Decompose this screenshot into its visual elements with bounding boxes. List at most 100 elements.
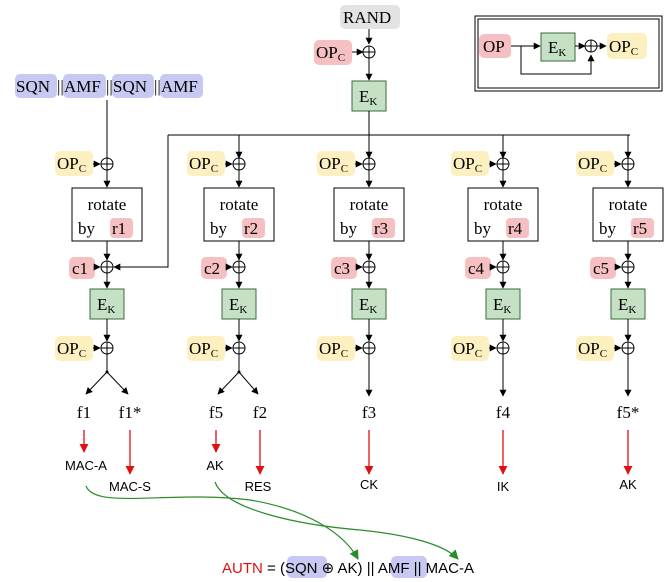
- col1-opc-out-text: OPC: [57, 339, 86, 360]
- col3-rotate-label: rotate: [350, 195, 389, 214]
- col1-opc-in-sub: C: [79, 163, 86, 175]
- col4-opc-in-text: OPC: [453, 154, 482, 175]
- col2-opc-out-text: OPC: [189, 339, 218, 360]
- col4-opc-out-sub: C: [475, 348, 482, 360]
- col3-opc-out-main: OP: [319, 339, 341, 358]
- svg-text:AUTN = (SQN ⊕ AK) || AMF || MA: AUTN = (SQN ⊕ AK) || AMF || MAC-A: [222, 560, 474, 577]
- col3-opc-out-sub: C: [341, 348, 348, 360]
- rand-opc-sub: C: [338, 52, 345, 64]
- col5-r-badge: [631, 218, 654, 238]
- col3-output-1: f3: [362, 403, 376, 422]
- col1-r-label: r1: [112, 219, 126, 238]
- autn-formula: AUTN = (SQN ⊕ AK) || AMF || MAC-A: [222, 556, 474, 578]
- col3-opc-out-text: OPC: [319, 339, 348, 360]
- col2-rotate-label: rotate: [220, 195, 259, 214]
- rand-opc-box: [314, 40, 352, 65]
- col4-opc-out-box: [451, 336, 489, 361]
- amf-label-1: AMF: [64, 77, 101, 96]
- col4-r-badge: [506, 218, 529, 238]
- col5-c-label: c5: [593, 259, 609, 278]
- distribution-bus: [113, 134, 630, 271]
- col2-opc-in-box: [187, 151, 225, 176]
- col5-by-label: by: [599, 219, 617, 238]
- legend-op-label: OP: [483, 37, 505, 56]
- col3-c-label: c3: [334, 259, 350, 278]
- col4-opc-in-sub: C: [475, 163, 482, 175]
- col3-opc-in-text: OPC: [319, 154, 348, 175]
- col2-output-2: f2: [253, 403, 267, 422]
- col3-r-badge: [372, 218, 395, 238]
- autn-sqn: SQN: [285, 560, 318, 577]
- col4-ek-sub: K: [503, 304, 511, 316]
- col1-ek-text: EK: [97, 295, 115, 316]
- rand-ek-sub: K: [369, 96, 377, 108]
- col1-opc-out-box: [55, 336, 93, 361]
- col3-ek-sub: K: [369, 304, 377, 316]
- col2-ek-main: E: [229, 295, 239, 314]
- legend-op-box: [479, 34, 511, 58]
- col1-result-2: MAC-S: [109, 479, 151, 494]
- col2-c-badge: [201, 257, 227, 279]
- col2-rotate-box: [203, 187, 275, 242]
- sep-3: ||: [154, 77, 161, 96]
- col5-ek-text: EK: [618, 295, 636, 316]
- col3-opc-out-box: [317, 336, 355, 361]
- col3-opc-in-box: [317, 151, 355, 176]
- col5-ek-main: E: [618, 295, 628, 314]
- col2-result-2: RES: [245, 479, 272, 494]
- col3-by-label: by: [340, 219, 358, 238]
- autn-xor-ak: ⊕ AK) ||: [317, 560, 377, 577]
- col1-ek-box: [89, 288, 125, 320]
- col5-opc-out-main: OP: [578, 339, 600, 358]
- col2-ek-sub: K: [239, 304, 247, 316]
- rand-ek-main: E: [359, 87, 369, 106]
- col4-opc-out-main: OP: [453, 339, 475, 358]
- col5-r-label: r5: [633, 219, 647, 238]
- col5-rotate-label: rotate: [609, 195, 648, 214]
- col3-opc-in-sub: C: [341, 163, 348, 175]
- col4-rotate-label: rotate: [484, 195, 523, 214]
- col2-r-label: r2: [244, 219, 258, 238]
- col3-result-1: CK: [360, 477, 378, 492]
- col3-ek-text: EK: [359, 295, 377, 316]
- svg-text:EK: EK: [548, 38, 566, 59]
- col5-c-badge: [590, 257, 616, 279]
- col5-opc-in-sub: C: [600, 163, 607, 175]
- col3-ek-main: E: [359, 295, 369, 314]
- col2-by-label: by: [210, 219, 228, 238]
- col2-c-label: c2: [204, 259, 220, 278]
- col4-ek-box: [485, 288, 521, 320]
- col5-output-1: f5*: [617, 403, 640, 422]
- col1-ek-sub: K: [107, 304, 115, 316]
- col4-result-1: IK: [497, 479, 510, 494]
- col2-ek-text: EK: [229, 295, 247, 316]
- col2-output-1: f5: [209, 403, 223, 422]
- col2-opc-in-main: OP: [189, 154, 211, 173]
- sep-2: ||: [106, 77, 113, 96]
- col4-by-label: by: [474, 219, 492, 238]
- col1-result-1: MAC-A: [65, 458, 107, 473]
- rand-label: RAND: [343, 8, 391, 27]
- col5-opc-in-text: OPC: [578, 154, 607, 175]
- col4-c-label: c4: [468, 259, 485, 278]
- legend: OP EK OPC: [474, 15, 663, 92]
- col3-c-badge: [331, 257, 357, 279]
- legend-opc-box: [607, 33, 647, 59]
- legend-ek-sub: K: [558, 47, 566, 59]
- autn-eq: = (: [263, 560, 285, 577]
- svg-text:EK: EK: [359, 87, 377, 108]
- col4-r-label: r4: [508, 219, 523, 238]
- col1-ek-main: E: [97, 295, 107, 314]
- sqn-label-1: SQN: [16, 77, 50, 96]
- col1-opc-out-main: OP: [57, 339, 79, 358]
- autn-tail: || MAC-A: [410, 560, 474, 577]
- col4-opc-in-box: [451, 151, 489, 176]
- col5-opc-out-box: [576, 336, 614, 361]
- col4-output-1: f4: [496, 403, 511, 422]
- col3-ek-box: [351, 288, 387, 320]
- col2-opc-in-text: OPC: [189, 154, 218, 175]
- col1-opc-in-main: OP: [57, 154, 79, 173]
- col5-ek-sub: K: [628, 304, 636, 316]
